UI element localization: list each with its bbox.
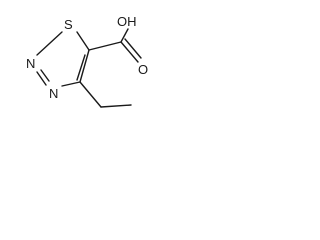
atom-label-hydroxyl: OH xyxy=(117,14,137,29)
atom-label-carbonyl-oxygen: O xyxy=(138,62,148,77)
bond-s-c5 xyxy=(76,31,90,51)
atom-label-sulfur: S xyxy=(64,17,73,32)
bond-c5-ccooh xyxy=(88,41,122,51)
bond-n3-n2 xyxy=(36,71,47,86)
bond-ch2-ch3 xyxy=(100,104,132,108)
chemical-structure: S N N OH O xyxy=(26,14,148,108)
bond-c5-c4-inner xyxy=(76,54,86,81)
bond-c-oh xyxy=(120,28,129,43)
bond-c4-ch2 xyxy=(79,81,102,108)
atom-label-nitrogen-top: N xyxy=(26,56,35,71)
bond-c-o-double-a xyxy=(120,41,139,63)
bond-c4-n3 xyxy=(61,81,81,87)
bond-c-o-double-b xyxy=(124,38,142,59)
bond-n2-s xyxy=(36,31,63,56)
bond-c5-c4 xyxy=(79,49,90,83)
atom-label-nitrogen-bottom: N xyxy=(49,86,58,101)
bond-n3-n2-inner xyxy=(40,69,50,82)
